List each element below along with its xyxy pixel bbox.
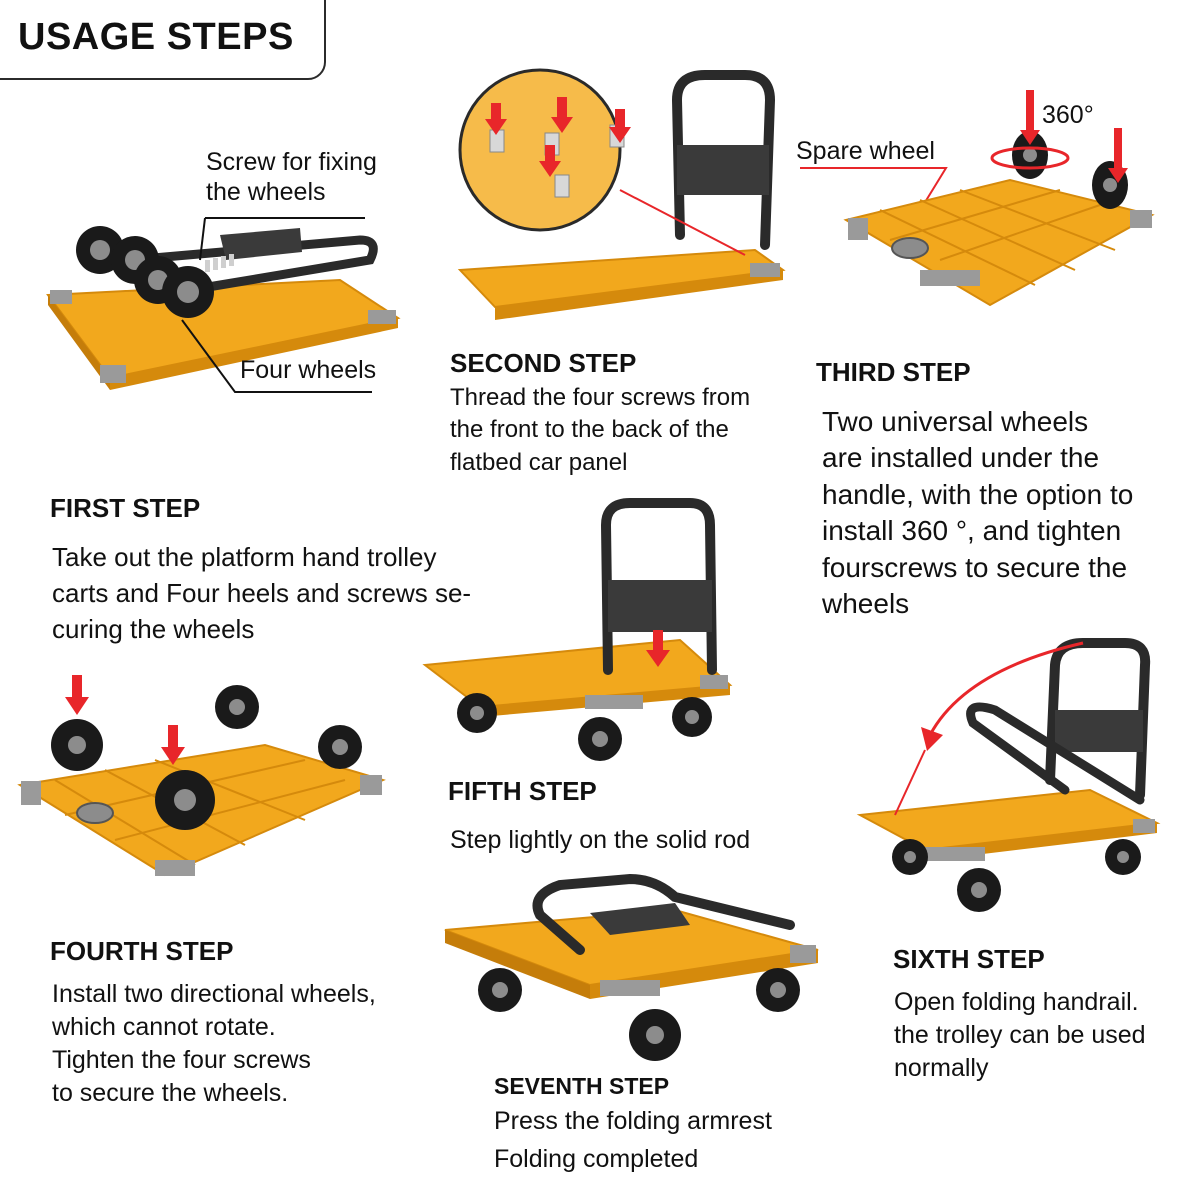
wheel-icon	[162, 266, 214, 318]
title-tab	[0, 0, 326, 80]
sixth-step-illustration	[856, 638, 1161, 912]
text-line: flatbed car panel	[450, 448, 628, 476]
text-line: carts and Four heels and screws se-	[52, 577, 472, 608]
rotation-label: 360°	[1042, 101, 1094, 129]
wheel-icon	[478, 968, 522, 1012]
fourth-step-text: Install two directional wheels, which ca…	[52, 978, 376, 1110]
spare-wheel-label: Spare wheel	[796, 137, 935, 165]
corner-bumper	[368, 310, 396, 324]
text-line: normally	[894, 1054, 989, 1082]
text-line: are installed under the	[822, 442, 1100, 474]
wheel-icon	[756, 968, 800, 1012]
wheel-icon	[215, 685, 259, 729]
arrow-down-icon	[485, 97, 631, 177]
second-step-text: Thread the four screws from the front to…	[450, 382, 750, 479]
sixth-step-heading: SIXTH STEP	[893, 944, 1045, 974]
arrow-icon	[921, 727, 943, 751]
text-line: Step lightly on the solid rod	[450, 826, 751, 854]
wheel-icon	[1105, 839, 1141, 875]
arrow-down-icon	[646, 630, 670, 667]
fourth-step-heading: FOURTH STEP	[50, 936, 234, 966]
rotation-arrow-icon	[990, 146, 1070, 170]
second-step-illustration	[457, 68, 786, 320]
corner-bumper	[100, 365, 126, 383]
wheel-icon	[51, 719, 103, 771]
page-title: USAGE STEPS	[18, 16, 294, 58]
fifth-step-heading: FIFTH STEP	[448, 776, 597, 806]
wheel-icon	[672, 697, 712, 737]
fifth-step-text: Step lightly on the solid rod	[450, 824, 750, 858]
text-line: Thread the four screws from	[450, 384, 751, 411]
first-step-illustration	[46, 226, 401, 390]
screw-fixing-label: Screw for fixing the wheels	[206, 147, 377, 207]
zoom-circle	[458, 68, 622, 232]
third-step-heading: THIRD STEP	[816, 357, 971, 387]
wheel-icon	[457, 693, 497, 733]
fourth-step-illustration	[17, 675, 386, 877]
text-line: Take out the platform hand trolley	[52, 542, 437, 572]
four-wheels-label: Four wheels	[240, 356, 377, 384]
text-line: to secure the wheels.	[52, 1079, 289, 1107]
seventh-step-illustration	[444, 873, 819, 1061]
second-step-heading: SECOND STEP	[450, 348, 637, 378]
first-step-heading: FIRST STEP	[50, 493, 201, 523]
third-step-text: Two universal wheels are installed under…	[822, 404, 1133, 622]
fifth-step-illustration	[422, 498, 733, 761]
corner-bumper	[50, 290, 72, 304]
spare-wheel-icon	[891, 237, 929, 259]
text-line: fourscrews to secure the	[822, 551, 1128, 583]
arrow-down-icon	[1020, 90, 1128, 183]
wheel-icon	[318, 725, 362, 769]
text-line: which cannot rotate.	[52, 1013, 276, 1041]
text-line: the trolley can be used	[894, 1021, 1146, 1049]
seventh-step-heading: SEVENTH STEP	[494, 1073, 670, 1099]
text-line: curing the wheels	[52, 613, 255, 644]
zoom-pointer	[619, 189, 746, 256]
text-line: Tighten the four screws	[52, 1046, 311, 1074]
third-step-illustration	[843, 90, 1155, 307]
wheel-icon	[892, 839, 928, 875]
text-line: Open folding handrail.	[894, 988, 1139, 1016]
arrow-down-icon	[65, 675, 185, 765]
text-line: the front to the back of the	[450, 416, 729, 444]
callout-line: Screw for fixing	[206, 148, 377, 176]
wheel-icon	[155, 770, 215, 830]
text-line: wheels	[822, 587, 910, 619]
text-line: install 360 °, and tighten	[822, 515, 1122, 547]
text-line: Press the folding armrest	[494, 1107, 772, 1135]
text-line: Install two directional wheels,	[52, 980, 376, 1008]
text-line: Folding completed	[494, 1144, 699, 1173]
fold-arc	[928, 641, 1084, 736]
sixth-step-text: Open folding handrail. the trolley can b…	[894, 986, 1146, 1085]
wheel-icon	[578, 717, 622, 761]
screws-icon	[205, 254, 234, 272]
wheel-icon	[957, 868, 1001, 912]
spare-wheel-icon	[76, 802, 114, 824]
text-line: handle, with the option to	[822, 478, 1134, 510]
callout-line: the wheels	[206, 178, 326, 206]
first-step-text: Take out the platform hand trolley carts…	[52, 540, 471, 648]
wheel-icon	[629, 1009, 681, 1061]
seventh-step-text: Press the folding armrest Folding comple…	[494, 1103, 772, 1178]
text-line: Two universal wheels	[822, 406, 1089, 437]
